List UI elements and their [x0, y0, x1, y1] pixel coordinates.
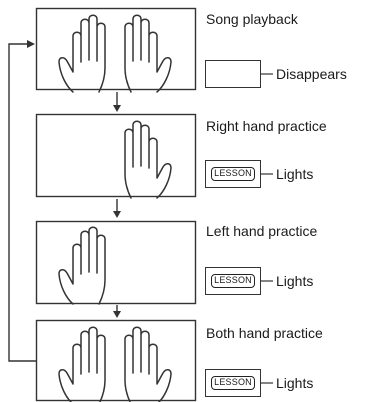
down-arrow-icon	[113, 199, 121, 218]
lesson-indicator-box	[205, 60, 261, 88]
step-frame-song-playback	[35, 7, 197, 91]
indicator-status: Lights	[276, 166, 314, 182]
step-title: Left hand practice	[206, 223, 318, 239]
lesson-badge: LESSON	[211, 376, 255, 390]
lesson-badge: LESSON	[211, 274, 255, 288]
step-title: Right hand practice	[206, 118, 327, 134]
lesson-indicator-box: LESSON	[205, 160, 261, 188]
lesson-badge: LESSON	[211, 167, 255, 181]
down-arrow-icon	[113, 305, 121, 318]
step-title: Song playback	[206, 11, 298, 27]
step-frame-right-hand	[35, 113, 197, 198]
lesson-indicator-box: LESSON	[205, 267, 261, 295]
indicator-status: Disappears	[276, 66, 347, 82]
indicator-status: Lights	[276, 273, 314, 289]
step-frame-both-hands	[35, 319, 197, 402]
loop-back-arrow-icon	[8, 40, 36, 362]
lesson-indicator-box: LESSON	[205, 369, 261, 397]
down-arrow-icon	[113, 92, 121, 112]
step-title: Both hand practice	[206, 325, 323, 341]
step-frame-left-hand	[35, 220, 197, 305]
indicator-status: Lights	[276, 375, 314, 391]
